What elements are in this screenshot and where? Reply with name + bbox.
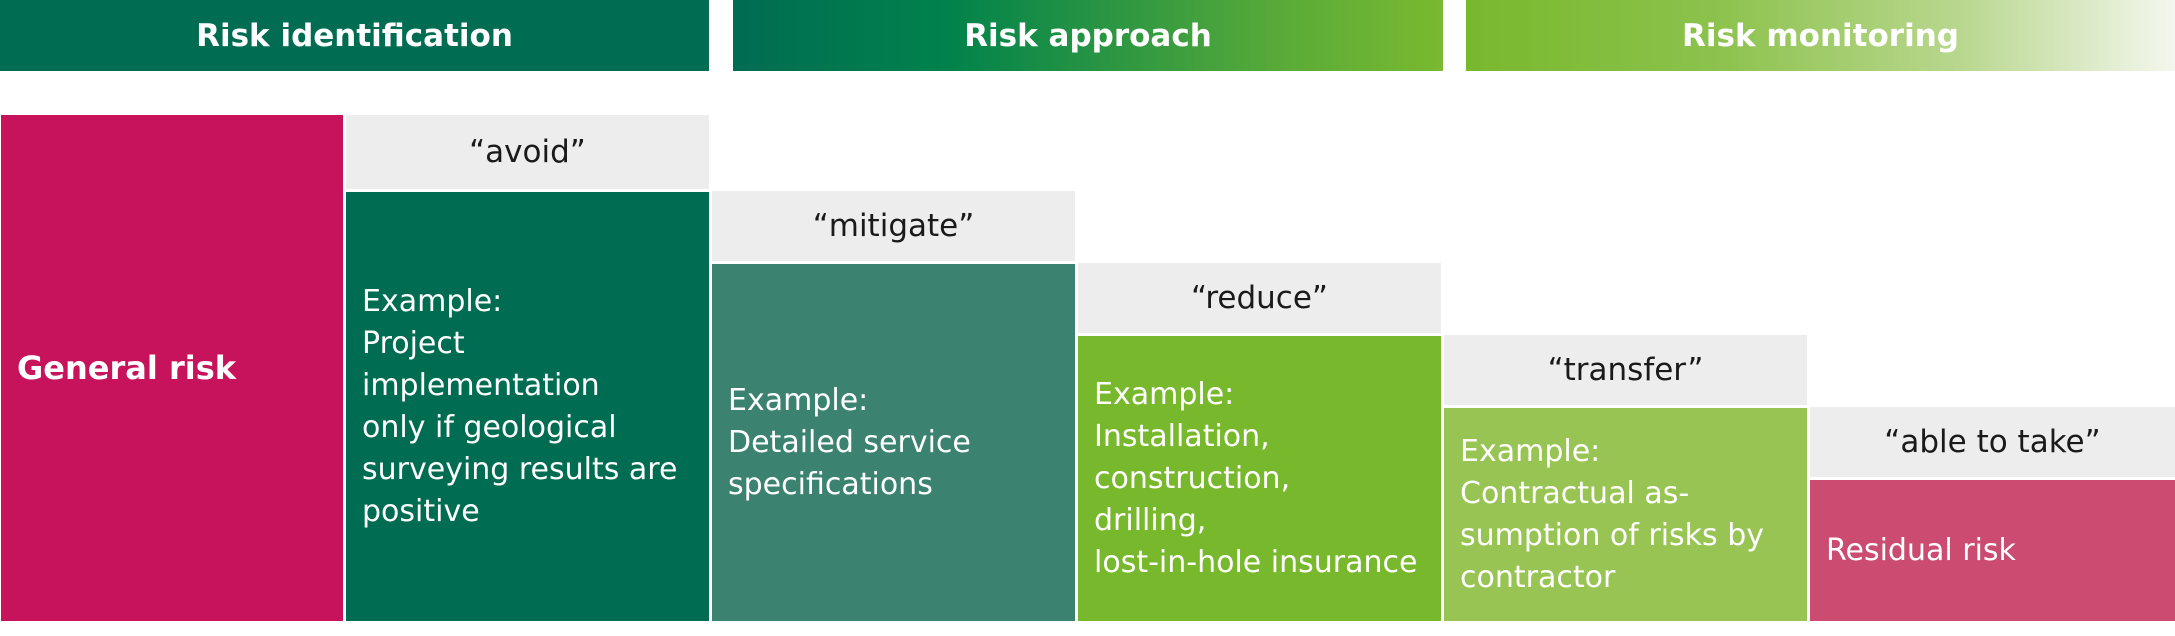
- avoid-text-line: positive: [362, 493, 480, 529]
- mitigate-text-line: Example:: [728, 382, 869, 418]
- avoid-label: “avoid”: [346, 115, 709, 189]
- general-risk-label: General risk: [17, 349, 237, 387]
- reduce-text-line: Example:: [1094, 376, 1235, 412]
- avoid-label-text: “avoid”: [469, 134, 586, 170]
- able-to-take-label-text: “able to take”: [1884, 424, 2101, 460]
- mitigate-text-line: Detailed service: [728, 424, 971, 460]
- avoid-text-line: Example:: [362, 283, 503, 319]
- mitigate-label: “mitigate”: [712, 191, 1075, 261]
- reduce-text-line: drilling,: [1094, 502, 1207, 538]
- residual-risk-text: Residual risk: [1826, 532, 2016, 568]
- transfer-block: Example: Contractual as- sumption of ris…: [1444, 408, 1807, 621]
- avoid-text-line: only if geological: [362, 409, 617, 445]
- header-risk-identification: Risk identification: [0, 0, 709, 71]
- mitigate-block: Example: Detailed service specifications: [712, 264, 1075, 621]
- general-risk-block: General risk: [1, 115, 343, 621]
- reduce-label-text: “reduce”: [1190, 280, 1328, 316]
- able-to-take-label: “able to take”: [1810, 407, 2175, 477]
- reduce-text-line: lost-in-hole insurance: [1094, 544, 1418, 580]
- transfer-label: “transfer”: [1444, 335, 1807, 405]
- mitigate-label-text: “mitigate”: [812, 208, 975, 244]
- header-risk-approach: Risk approach: [733, 0, 1443, 71]
- reduce-block: Example: Installation, construction, dri…: [1078, 336, 1441, 621]
- avoid-text-line: surveying results are: [362, 451, 678, 487]
- transfer-text-line: sumption of risks by: [1460, 517, 1764, 553]
- mitigate-text-line: specifications: [728, 466, 933, 502]
- avoid-block: Example: Project implementation only if …: [346, 192, 709, 621]
- reduce-text-line: Installation,: [1094, 418, 1270, 454]
- header-label: Risk approach: [964, 17, 1212, 54]
- reduce-text-line: construction,: [1094, 460, 1291, 496]
- transfer-text-line: contractor: [1460, 559, 1616, 595]
- reduce-label: “reduce”: [1078, 263, 1441, 333]
- residual-risk-block: Residual risk: [1810, 480, 2175, 621]
- header-label: Risk identification: [196, 17, 513, 54]
- transfer-text-line: Contractual as-: [1460, 475, 1690, 511]
- header-risk-monitoring: Risk monitoring: [1466, 0, 2175, 71]
- avoid-text-line: Project implementation: [362, 325, 600, 403]
- header-label: Risk monitoring: [1682, 17, 1959, 54]
- transfer-text-line: Example:: [1460, 433, 1601, 469]
- transfer-label-text: “transfer”: [1547, 352, 1704, 388]
